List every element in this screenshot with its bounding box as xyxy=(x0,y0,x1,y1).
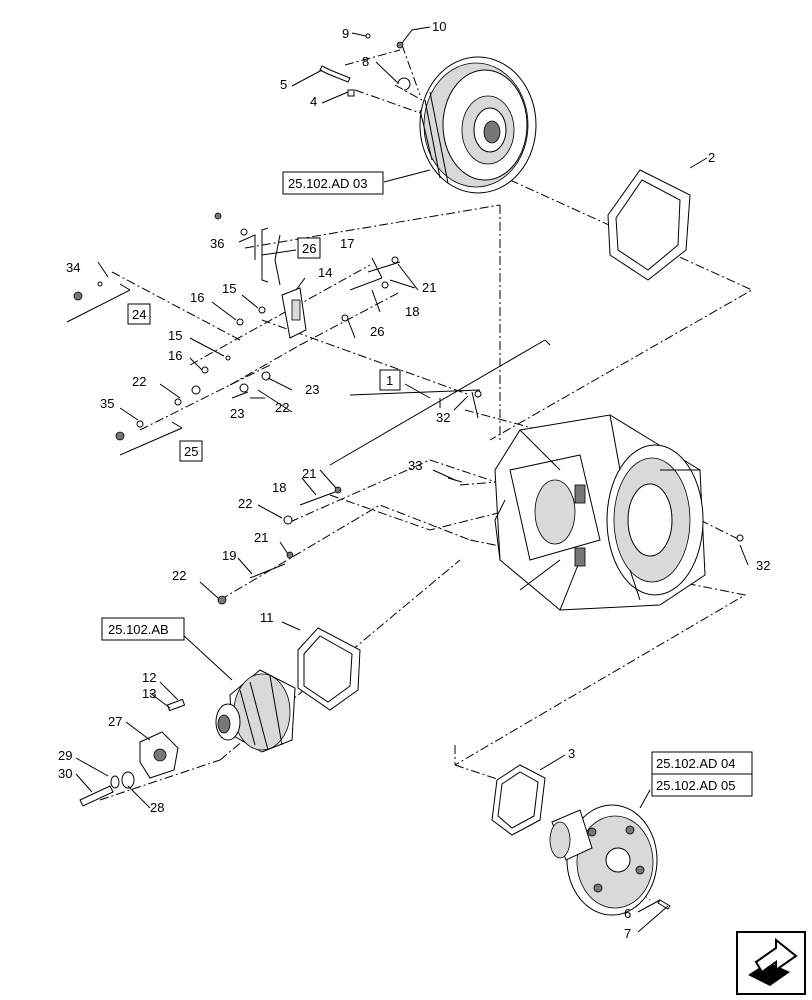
callout-13[interactable]: 13 xyxy=(142,686,156,701)
callout-22c[interactable]: 22 xyxy=(238,496,252,511)
callout-25[interactable]: 24 xyxy=(132,307,146,322)
gasket-2 xyxy=(607,169,691,281)
callout-5[interactable]: 5 xyxy=(280,77,287,92)
callout-18b[interactable]: 18 xyxy=(405,304,419,319)
callout-15-upper[interactable]: 15 xyxy=(222,281,236,296)
callout-2[interactable]: 2 xyxy=(708,150,715,165)
differential-assembly xyxy=(166,669,296,753)
callout-35[interactable]: 35 xyxy=(100,396,114,411)
callout-21b[interactable]: 21 xyxy=(302,466,316,481)
reference-25-102-ad-04[interactable]: 25.102.AD 04 xyxy=(656,756,736,771)
callouts: 9 10 8 5 4 2 34 36 17 21 14 14 15 16 18 … xyxy=(58,19,770,941)
callout-19[interactable]: 19 xyxy=(222,548,236,563)
yoke-assembly xyxy=(79,731,179,807)
callout-30[interactable]: 29 xyxy=(58,748,72,763)
boxed-callouts: 1 26 24 25 xyxy=(127,227,401,462)
reference-25-102-ad-03[interactable]: 25.102.AD 03 xyxy=(288,176,368,191)
callout-29[interactable]: 28 xyxy=(150,800,164,815)
callout-15-lower[interactable]: 15 xyxy=(168,328,182,343)
callout-3[interactable]: 3 xyxy=(568,746,575,761)
callout-9[interactable]: 9 xyxy=(342,26,349,41)
callout-20[interactable]: 18 xyxy=(272,480,286,495)
callout-23b[interactable]: 23 xyxy=(230,406,244,421)
callout-10[interactable]: 10 xyxy=(432,19,446,34)
callout-36[interactable]: 36 xyxy=(210,236,224,251)
callout-34[interactable]: 34 xyxy=(66,260,80,275)
callout-22b[interactable]: 22 xyxy=(275,400,289,415)
callout-31[interactable]: 30 xyxy=(58,766,72,781)
callout-12[interactable]: 12 xyxy=(142,670,156,685)
callout-11[interactable]: 11 xyxy=(260,610,274,625)
reference-25-102-ad-05[interactable]: 25.102.AD 05 xyxy=(656,778,736,793)
callout-6[interactable]: 6 xyxy=(624,906,631,921)
reference-25-102-ab[interactable]: 25.102.AB xyxy=(108,622,169,637)
callout-7[interactable]: 7 xyxy=(624,926,631,941)
callout-21c[interactable]: 21 xyxy=(254,530,268,545)
callout-16[interactable]: 16 xyxy=(190,290,204,305)
callout-18a[interactable]: 17 xyxy=(340,236,354,251)
callout-33[interactable]: 33 xyxy=(408,458,422,473)
callout-22d[interactable]: 22 xyxy=(172,568,186,583)
final-drive-assembly xyxy=(549,804,671,916)
callout-21a[interactable]: 21 xyxy=(422,280,436,295)
callout-14[interactable]: 14 xyxy=(318,265,332,280)
callout-27[interactable]: 26 xyxy=(302,241,316,256)
leader-lines xyxy=(66,26,749,933)
hub-assembly-top xyxy=(319,33,537,194)
callout-22a[interactable]: 22 xyxy=(132,374,146,389)
callout-32a[interactable]: 32 xyxy=(436,410,450,425)
callout-23a[interactable]: 23 xyxy=(305,382,319,397)
gasket-11 xyxy=(297,627,361,711)
main-housing xyxy=(494,414,706,611)
callout-26[interactable]: 25 xyxy=(184,444,198,459)
callout-24[interactable]: 26 xyxy=(370,324,384,339)
reference-boxes: 25.102.AD 03 25.102.AB 25.102.AD 04 25.1… xyxy=(101,171,753,797)
callout-28[interactable]: 27 xyxy=(108,714,122,729)
callout-8[interactable]: 8 xyxy=(362,54,369,69)
callout-17[interactable]: 16 xyxy=(168,348,182,363)
small-parts xyxy=(73,212,744,605)
callout-1[interactable]: 1 xyxy=(386,373,393,388)
next-page-arrow-icon[interactable] xyxy=(736,931,806,995)
callout-32b[interactable]: 32 xyxy=(756,558,770,573)
callout-4[interactable]: 4 xyxy=(310,94,317,109)
gasket-3 xyxy=(491,764,546,836)
